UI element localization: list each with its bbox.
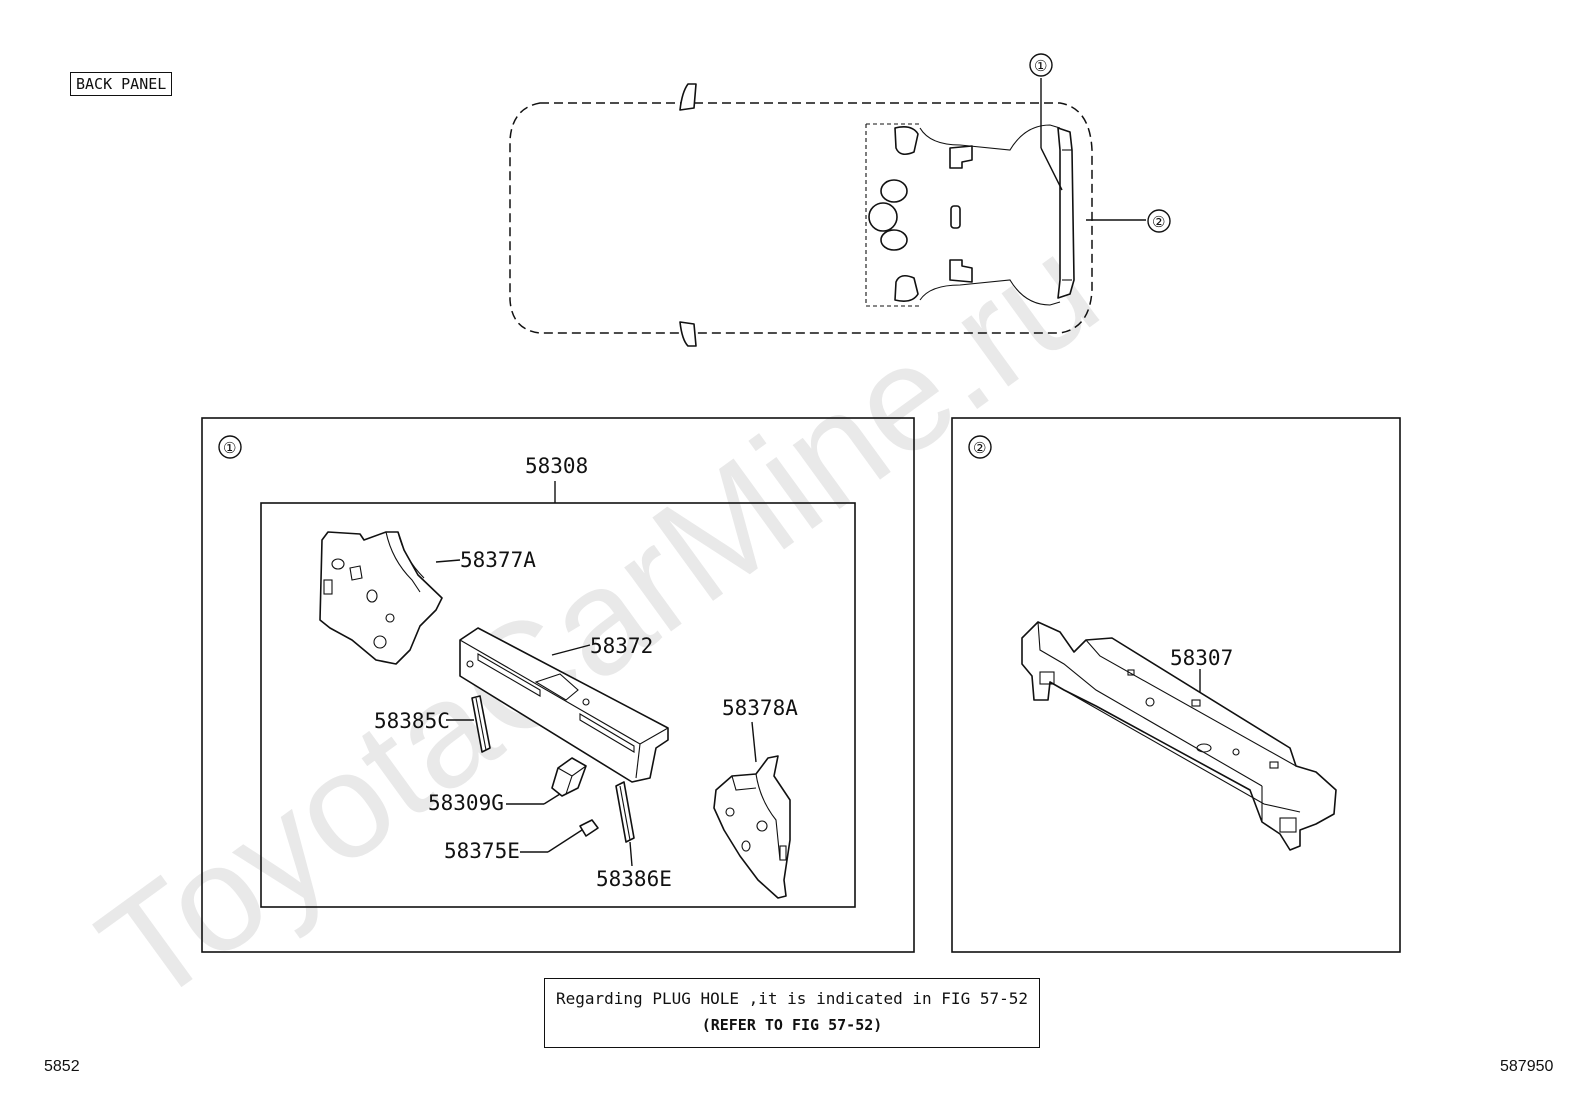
label-58386e: 58386E (596, 867, 672, 891)
panel-1-index: ① (223, 439, 236, 457)
watermark-text: ToyotaCarMine.ru (70, 204, 1126, 1036)
part-58372 (459, 627, 669, 783)
side-mirror-top (679, 83, 697, 111)
rear-floor-zone (865, 123, 1075, 307)
label-58372: 58372 (590, 634, 653, 658)
note-text: Regarding PLUG HOLE ,it is indicated in … (555, 989, 1028, 1008)
label-58377a: 58377A (460, 548, 536, 572)
label-58307: 58307 (1170, 646, 1233, 670)
panel-2-index: ② (973, 439, 986, 457)
part-58386e (615, 781, 635, 843)
watermark: ToyotaCarMine.ru (70, 204, 1126, 1036)
detail-panel-2: ② 58307 (951, 417, 1401, 953)
callout-2-label: ② (1152, 213, 1165, 231)
part-58377a (319, 531, 443, 665)
page-code-right: 587950 (1500, 1058, 1554, 1075)
back-panel-overview (1057, 127, 1075, 299)
part-58307 (1021, 621, 1337, 851)
page-code-left: 5852 (44, 1058, 80, 1075)
label-58308: 58308 (525, 454, 588, 478)
section-tag: BACK PANEL (70, 72, 173, 96)
vehicle-outline (509, 102, 1093, 334)
part-58378a (713, 755, 791, 899)
label-58375e: 58375E (444, 839, 520, 863)
panel-1-frame (201, 417, 915, 953)
vehicle-overview: ① ② (509, 53, 1171, 347)
label-58309g: 58309G (428, 791, 504, 815)
callout-1-label: ① (1034, 57, 1047, 75)
part-58375e (579, 819, 599, 837)
assembly-58308-frame (260, 502, 856, 908)
note-reference: (REFER TO FIG 57-52) (701, 1016, 883, 1034)
plug-hole-note: Regarding PLUG HOLE ,it is indicated in … (544, 978, 1040, 1048)
part-58309g (551, 757, 587, 797)
panel-2-frame (951, 417, 1401, 953)
label-58385c: 58385C (374, 709, 450, 733)
detail-panel-1: ① 58308 58377A 5 (201, 417, 915, 953)
label-58378a: 58378A (722, 696, 798, 720)
part-58385c (471, 695, 491, 753)
side-mirror-bottom (679, 321, 697, 347)
